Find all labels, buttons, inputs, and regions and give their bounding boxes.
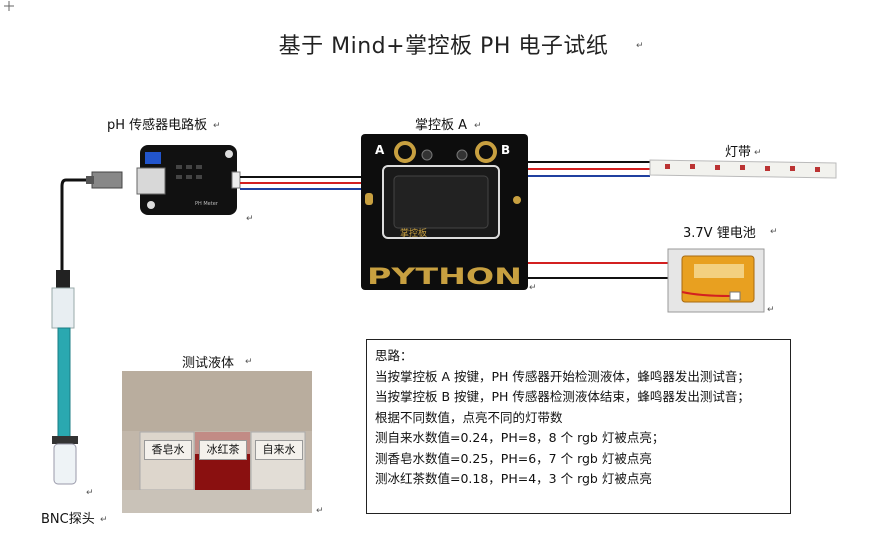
notes-line: 根据不同数值，点亮不同的灯带数 [375,409,563,425]
notes-line: 测香皂水数值=0.25，PH=6，7 个 rgb 灯被点亮 [375,450,652,466]
svg-text:↵: ↵ [316,506,324,516]
liquids-photo-label: 测试液体 [182,356,235,371]
led-strip [649,159,837,179]
cup-label-tap-water: 自来水 [255,440,303,460]
notes-line: 当按掌控板 B 按键，PH 传感器检测液体结束，蜂鸣器发出测试音； [375,389,750,404]
svg-text:↵: ↵ [100,515,108,525]
svg-text:↵: ↵ [213,121,221,131]
svg-text:↵: ↵ [529,283,537,293]
strip-wires [528,161,650,177]
button-a-label: A [375,143,385,157]
svg-text:↵: ↵ [754,148,762,158]
controller-logo: 掌控板 [400,227,427,239]
controller-label: 掌控板 A [415,118,468,133]
notes-box: 思路： 当按掌控板 A 按键，PH 传感器开始检测液体，蜂鸣器发出测试音； 当按… [366,339,791,514]
svg-text:↵: ↵ [474,121,482,131]
svg-text:↵: ↵ [246,214,254,224]
controller-board: A B 掌控板 PYTHON [361,134,528,290]
controller-brand: PYTHON [367,265,522,290]
svg-text:↵: ↵ [636,41,644,51]
corner-marker [4,1,14,11]
battery-label: 3.7V 锂电池 [683,226,756,241]
notes-line: 当按掌控板 A 按键，PH 传感器开始检测液体，蜂鸣器发出测试音； [375,368,750,384]
probe-cable [60,178,96,270]
paragraph-marks: ↵ ↵ ↵ ↵ ↵ ↵ ↵ ↵ ↵ ↵ ↵ ↵ [86,41,778,525]
button-b-label: B [501,143,510,157]
notes-line: 测自来水数值=0.24，PH=8，8 个 rgb 灯被点亮； [375,430,665,445]
ph-sensor-board: PH Meter [136,145,241,215]
notes-line: 测冰红茶数值=0.18，PH=4，3 个 rgb 灯被点亮 [375,471,652,486]
battery [667,248,765,313]
cup-label-soap-water: 香皂水 [144,440,192,460]
page-title: 基于 Mind+掌控板 PH 电子试纸 [278,34,609,59]
sensor-board-label: pH 传感器电路板 [107,118,208,133]
sensor-wires [240,176,361,190]
svg-text:↵: ↵ [245,357,253,367]
cup-label-iced-tea: 冰红茶 [199,440,247,460]
notes-heading: 思路： [375,348,413,363]
svg-text:↵: ↵ [86,488,94,498]
ph-probe [51,270,78,485]
bnc-connector [91,171,123,189]
battery-wires [528,262,668,279]
sensor-board-text: PH Meter [195,201,219,207]
svg-text:↵: ↵ [767,305,775,315]
probe-label: BNC探头 [41,512,95,527]
svg-text:↵: ↵ [770,227,778,237]
strip-label: 灯带 [725,145,752,160]
